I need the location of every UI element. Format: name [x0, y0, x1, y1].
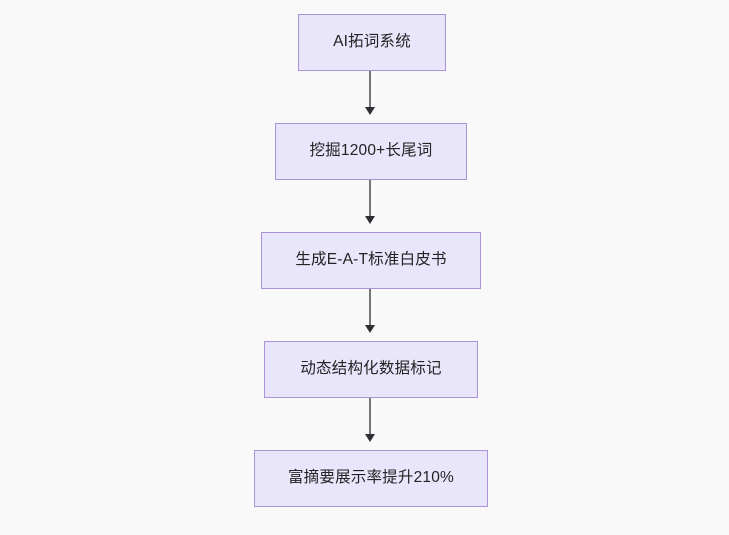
flowchart-node-ai-keyword-system[interactable]: AI拓词系统 — [298, 14, 446, 71]
arrowhead-icon-3 — [365, 325, 375, 333]
node-label: AI拓词系统 — [333, 33, 411, 51]
node-label: 生成E-A-T标准白皮书 — [295, 251, 447, 269]
flowchart-node-eat-whitepaper[interactable]: 生成E-A-T标准白皮书 — [261, 232, 481, 289]
arrowhead-icon-4 — [365, 434, 375, 442]
node-label: 挖掘1200+长尾词 — [309, 142, 433, 160]
flowchart-node-longtail-keywords[interactable]: 挖掘1200+长尾词 — [275, 123, 467, 180]
node-label: 富摘要展示率提升210% — [287, 469, 455, 487]
flowchart-edge-2 — [369, 180, 371, 217]
arrowhead-icon-2 — [365, 216, 375, 224]
flowchart-node-rich-snippet-result[interactable]: 富摘要展示率提升210% — [254, 450, 488, 507]
flowchart-node-structured-data-markup[interactable]: 动态结构化数据标记 — [264, 341, 478, 398]
arrowhead-icon-1 — [365, 107, 375, 115]
flowchart-edge-1 — [369, 71, 371, 108]
flowchart-edge-3 — [369, 289, 371, 326]
flowchart-edge-4 — [369, 398, 371, 435]
node-label: 动态结构化数据标记 — [300, 360, 442, 378]
